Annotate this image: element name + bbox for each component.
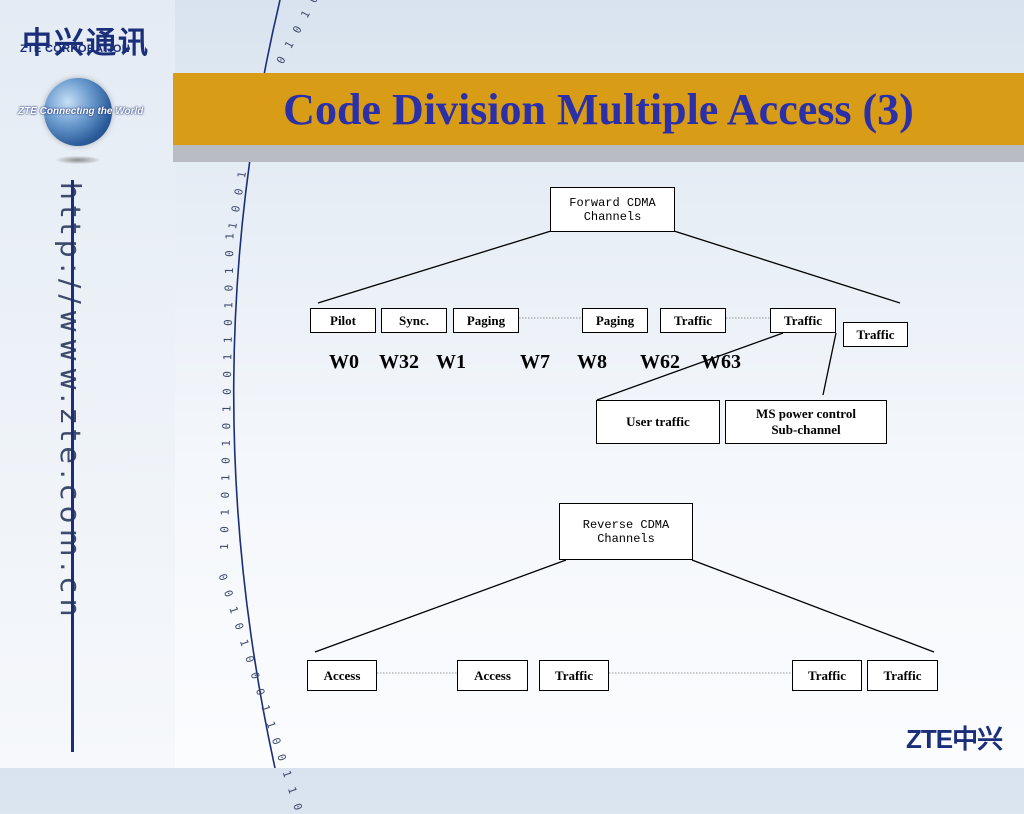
walsh-code-w63: W63 xyxy=(701,351,741,373)
tagline: ZTE Connecting the World xyxy=(18,106,144,117)
forward-cdma-root: Forward CDMA Channels xyxy=(550,187,675,232)
globe-shadow xyxy=(56,156,100,164)
globe-icon xyxy=(44,78,112,146)
reverse-traffic-2: Traffic xyxy=(792,660,862,691)
page-title: Code Division Multiple Access (3) xyxy=(283,84,914,134)
reverse-access-2: Access xyxy=(457,660,528,691)
zte-footer-logo: ZTE中兴 xyxy=(906,724,1003,754)
channel-traffic-63: Traffic xyxy=(843,322,908,347)
walsh-code-w1: W1 xyxy=(436,351,466,373)
walsh-code-w8: W8 xyxy=(577,351,607,373)
company-logo-cn: 中兴通讯 xyxy=(22,26,150,61)
walsh-code-w7: W7 xyxy=(520,351,550,373)
title-bar-shadow xyxy=(173,145,1024,162)
channel-paging-1: Paging xyxy=(453,308,519,333)
reverse-cdma-root: Reverse CDMA Channels xyxy=(559,503,693,560)
user-traffic-box: User traffic xyxy=(596,400,720,444)
company-logo-en: ZTE CORPORATION xyxy=(20,43,131,55)
walsh-code-w32: W32 xyxy=(379,351,419,373)
title-bar xyxy=(173,73,1024,145)
channel-traffic-62: Traffic xyxy=(770,308,836,333)
reverse-traffic-3: Traffic xyxy=(867,660,938,691)
channel-paging-7: Paging xyxy=(582,308,648,333)
ms-power-control-box: MS power control Sub-channel xyxy=(725,400,887,444)
sidebar-divider xyxy=(71,180,74,752)
walsh-code-w0: W0 xyxy=(329,351,359,373)
channel-traffic-8: Traffic xyxy=(660,308,726,333)
reverse-access-1: Access xyxy=(307,660,377,691)
reverse-traffic-1: Traffic xyxy=(539,660,609,691)
channel-sync: Sync. xyxy=(381,308,447,333)
channel-pilot: Pilot xyxy=(310,308,376,333)
tree-connectors xyxy=(314,230,935,674)
walsh-code-w62: W62 xyxy=(640,351,680,373)
